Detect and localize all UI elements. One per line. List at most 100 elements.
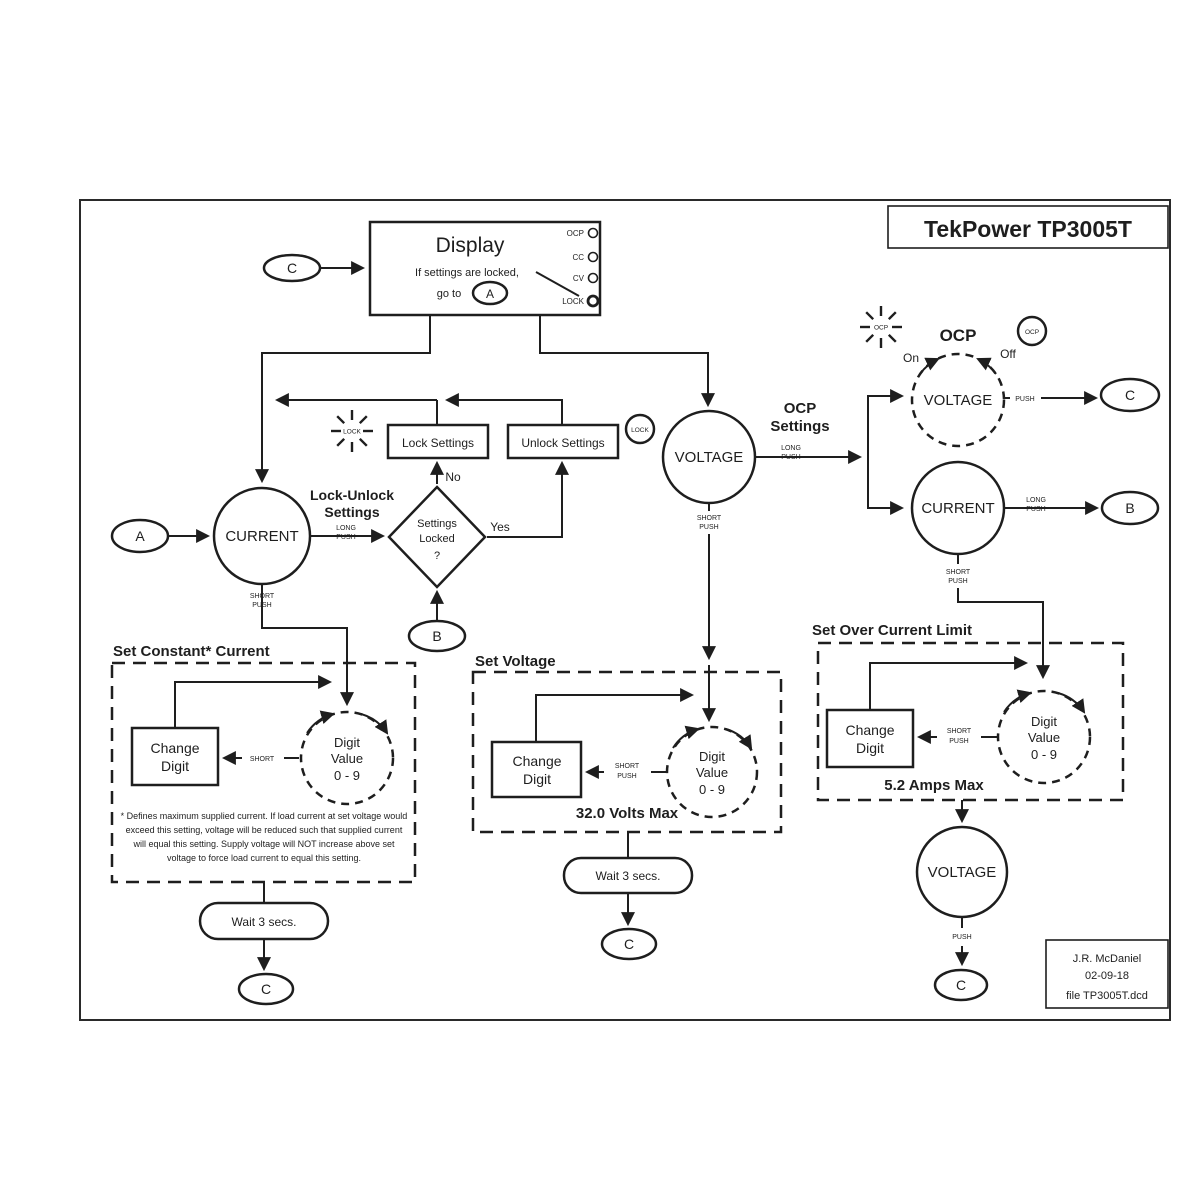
scc-change-1: Change	[150, 740, 199, 756]
connector-display-to-current	[255, 315, 431, 484]
short-push-3b: PUSH	[948, 578, 967, 585]
scc-footnote-1: * Defines maximum supplied current. If l…	[121, 811, 408, 821]
soc-change-2: Digit	[856, 740, 884, 756]
ref-c-sv: C	[624, 936, 634, 952]
soc-digit-2: Value	[1028, 730, 1060, 745]
sv-change-digit-box	[490, 740, 583, 799]
branch-no-label: No	[445, 470, 461, 484]
diamond-text-3: ?	[434, 550, 440, 562]
ocp-on-label: On	[903, 351, 919, 365]
current-node-left-label: CURRENT	[225, 528, 298, 545]
ocp-toggle-arrow-right	[976, 357, 997, 375]
ocp-indicator-label: OCP	[1025, 329, 1039, 336]
ocp-blink-label: OCP	[874, 325, 888, 332]
ocp-indicator-circle	[1016, 315, 1048, 347]
current-node-right-label: CURRENT	[921, 500, 994, 517]
diagram-title: TekPower TP3005T	[924, 216, 1132, 242]
ref-c-oval-scc	[237, 972, 295, 1006]
ref-a-label: A	[135, 528, 145, 544]
soc-group-label: Set Over Current Limit	[812, 622, 972, 639]
long-push-2a: LONG	[781, 445, 801, 452]
soc-rotate-arrow-right	[1057, 692, 1086, 714]
lock-indicator-label: LOCK	[631, 427, 649, 434]
scc-change-2: Digit	[161, 758, 189, 774]
ref-b-diamond: B	[432, 628, 441, 644]
display-note-1: If settings are locked,	[415, 267, 519, 279]
indicator-cv-led-icon	[587, 272, 599, 284]
arrow-yes-to-unlock	[487, 460, 569, 538]
soc-max-label: 5.2 Amps Max	[884, 777, 984, 794]
sv-digit-3: 0 - 9	[699, 782, 725, 797]
ref-c-soc: C	[956, 977, 966, 993]
scc-footnote-3: will equal this setting. Supply voltage …	[133, 839, 395, 849]
scc-footnote-2: exceed this setting, voltage will be red…	[126, 825, 403, 835]
display-title: Display	[436, 234, 505, 257]
scc-rotate-arrow-right	[360, 713, 389, 735]
sv-digit-1: Digit	[699, 749, 725, 764]
scc-change-digit-box	[130, 726, 220, 787]
scc-wait-label: Wait 3 secs.	[232, 915, 297, 929]
indicator-ocp-led-icon	[587, 227, 599, 239]
scc-footnote-4: voltage to force load current to equal t…	[167, 853, 361, 863]
lock-indicator-circle	[624, 413, 656, 445]
display-note-2: go to	[437, 288, 461, 300]
soc-change-1: Change	[845, 722, 894, 738]
diamond-text-1: Settings	[417, 518, 457, 530]
indicator-lock-label: LOCK	[562, 297, 584, 306]
ref-c-oval-ocp	[1099, 377, 1161, 413]
ref-b-label: B	[1125, 500, 1134, 516]
bracket-to-ocp-voltage	[867, 389, 905, 457]
sv-digit-2: Value	[696, 765, 728, 780]
credit-file: file TP3005T.dcd	[1066, 990, 1148, 1002]
soc-group-box	[816, 641, 1125, 802]
short-push-2b: PUSH	[699, 524, 718, 531]
ocp-off-label: Off	[1000, 347, 1016, 361]
indicator-cc-led-icon	[587, 251, 599, 263]
soc-change-digit-box	[825, 708, 915, 769]
scc-rotate-arrow-left	[306, 710, 336, 734]
scc-digit-2: Value	[331, 751, 363, 766]
ocp-settings-label-2: Settings	[770, 418, 829, 435]
settings-locked-diamond	[387, 485, 487, 589]
unlock-settings-label: Unlock Settings	[521, 436, 604, 450]
voltage-node-center-label: VOLTAGE	[675, 449, 744, 466]
long-push-1a: LONG	[336, 525, 356, 532]
sv-change-1: Change	[512, 753, 561, 769]
sv-short-a: SHORT	[615, 763, 640, 770]
indicator-lock-led-icon	[586, 294, 600, 308]
ref-c-scc: C	[261, 981, 271, 997]
soc-digit-1: Digit	[1031, 714, 1057, 729]
scc-feedback-loop	[174, 675, 333, 728]
soc-short-a: SHORT	[947, 728, 972, 735]
ocp-push-label: PUSH	[1015, 396, 1034, 403]
soc-push-b: PUSH	[949, 738, 968, 745]
lock-settings-box	[386, 423, 490, 460]
sv-max-label: 32.0 Volts Max	[576, 805, 679, 822]
ref-b-oval-diamond	[407, 619, 467, 653]
scc-group-label: Set Constant* Current	[113, 643, 270, 660]
ref-a-oval-display	[471, 280, 509, 306]
sv-wait-label: Wait 3 secs.	[596, 869, 661, 883]
lock-unlock-label-1: Lock-Unlock	[310, 487, 394, 503]
connector-display-to-voltage	[539, 315, 715, 408]
soc-digit-3: 0 - 9	[1031, 747, 1057, 762]
sv-change-2: Digit	[523, 771, 551, 787]
diamond-text-2: Locked	[419, 533, 454, 545]
soc-feedback-loop	[869, 656, 1029, 710]
ocp-settings-label-1: OCP	[784, 400, 817, 417]
credit-date: 02-09-18	[1085, 970, 1129, 982]
indicator-ocp-label: OCP	[567, 229, 584, 238]
ocp-toggle-arrow-left	[919, 357, 940, 375]
connector-unlock-return	[444, 393, 563, 425]
ref-b-oval	[1100, 490, 1160, 526]
indicator-cv-label: CV	[573, 274, 585, 283]
indicator-cc-label: CC	[572, 253, 584, 262]
ref-c-oval-sv	[600, 927, 658, 961]
ref-c-ocp: C	[1125, 387, 1135, 403]
unlock-settings-box	[506, 423, 620, 460]
ref-c-oval-soc	[933, 968, 989, 1002]
connector-current-to-scc	[261, 584, 354, 707]
sv-rotate-arrow-right	[725, 728, 753, 750]
short-push-2a: SHORT	[697, 515, 722, 522]
